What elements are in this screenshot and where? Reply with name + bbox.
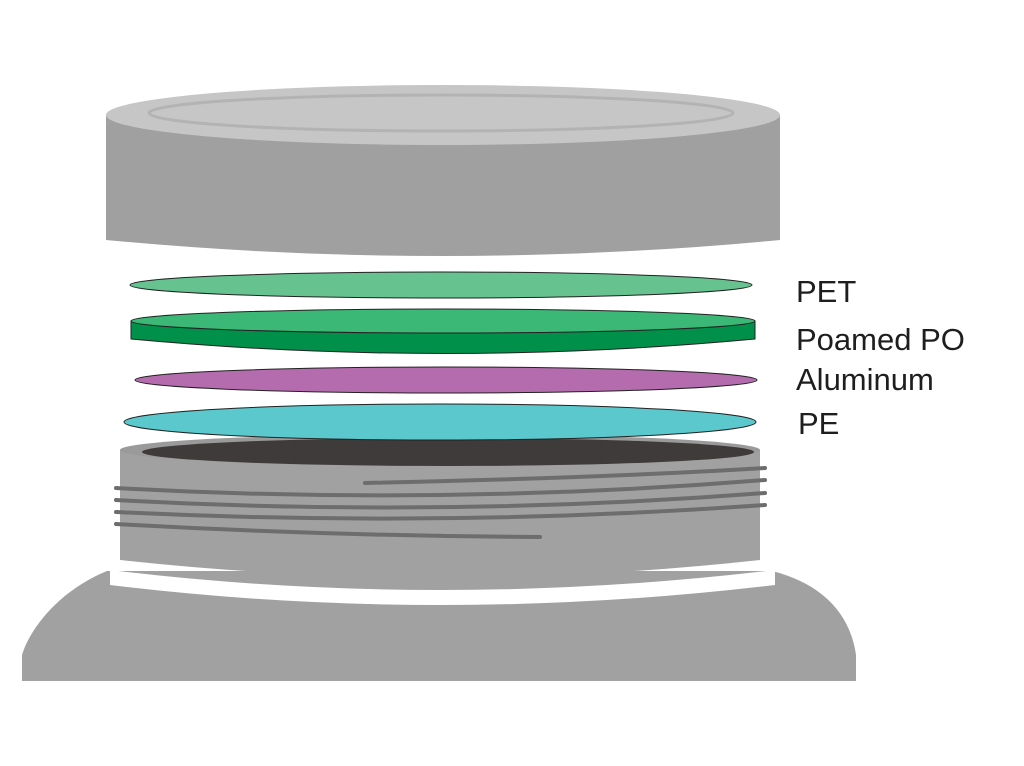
bottle-threads: [114, 466, 767, 539]
cap-side: [106, 115, 780, 256]
bottle-shoulder: [22, 571, 856, 681]
bottle-opening: [142, 438, 754, 466]
cap-top: [106, 85, 780, 145]
label-pe: PE: [798, 406, 840, 441]
layer-foamed-top: [130, 308, 756, 334]
label-foamed-po: Poamed PO: [796, 322, 965, 357]
cap-top-rim: [147, 93, 735, 133]
label-aluminum: Aluminum: [796, 362, 934, 397]
neck-gap: [110, 570, 775, 605]
layer-aluminum-disc: [134, 366, 758, 394]
layer-pet-disc: [129, 271, 753, 299]
layer-pe-disc: [123, 403, 757, 441]
bottle-neck: [120, 450, 760, 578]
label-pet: PET: [796, 274, 857, 309]
